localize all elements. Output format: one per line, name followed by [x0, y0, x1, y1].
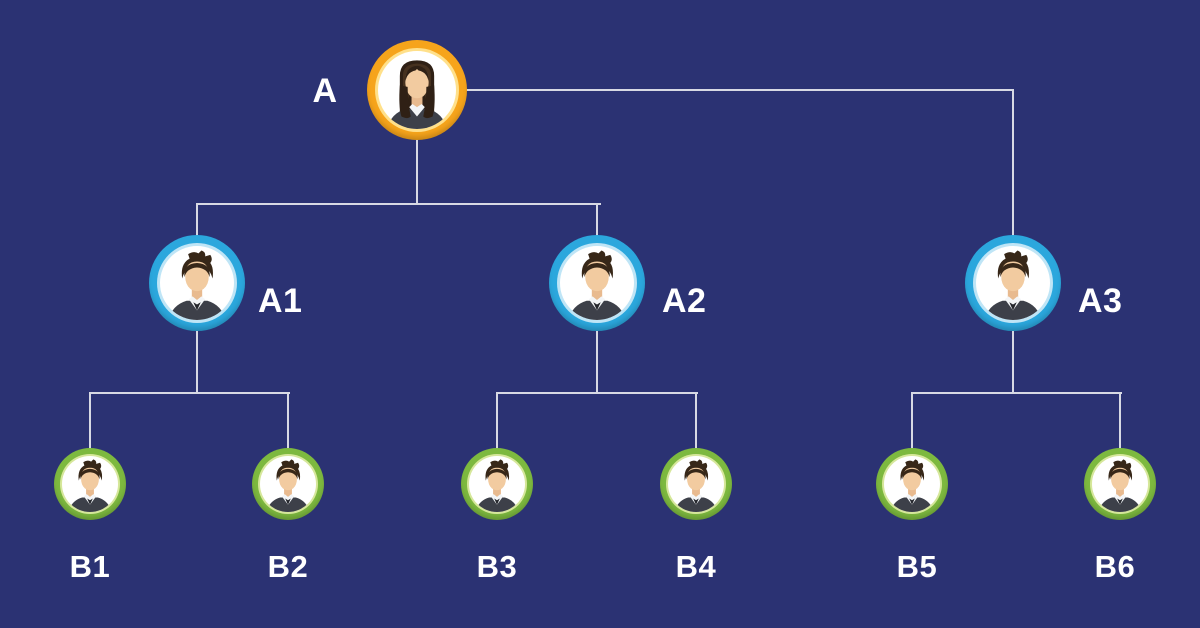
- org-node-b3: [461, 448, 533, 520]
- org-node-a3-ring: [973, 243, 1053, 323]
- org-node-b5-label: B5: [896, 549, 938, 584]
- org-node-a1: [149, 235, 245, 331]
- avatar-male-icon: [884, 456, 940, 512]
- org-node-b6-ring: [1090, 454, 1150, 514]
- connector-b5-vertical: [911, 392, 913, 452]
- org-node-a3-label: A3: [1078, 282, 1123, 320]
- org-node-b4: [660, 448, 732, 520]
- org-node-b6: [1084, 448, 1156, 520]
- org-node-a: [367, 40, 467, 140]
- connector-b4-vertical: [695, 392, 697, 452]
- avatar-male-icon: [62, 456, 118, 512]
- org-node-a2-label: A2: [662, 282, 707, 320]
- avatar-female-icon: [378, 51, 456, 129]
- connector-b1-b2-horizontal: [89, 392, 290, 394]
- org-node-a-ring: [375, 48, 459, 132]
- org-node-b4-ring: [666, 454, 726, 514]
- connector-level2-horizontal: [196, 203, 601, 205]
- org-node-b2-ring: [258, 454, 318, 514]
- org-node-a-label: A: [312, 72, 338, 110]
- avatar-male-icon: [668, 456, 724, 512]
- org-node-a1-label: A1: [258, 282, 303, 320]
- connector-b6-vertical: [1119, 392, 1121, 452]
- connector-b3-b4-horizontal: [496, 392, 698, 394]
- org-node-b5: [876, 448, 948, 520]
- org-node-b1: [54, 448, 126, 520]
- connector-b1-vertical: [89, 392, 91, 452]
- org-node-b3-label: B3: [476, 549, 518, 584]
- org-node-b3-ring: [467, 454, 527, 514]
- avatar-male-icon: [260, 456, 316, 512]
- connector-b5-b6-horizontal: [911, 392, 1122, 394]
- avatar-male-icon: [976, 246, 1050, 320]
- org-node-a1-ring: [157, 243, 237, 323]
- connector-b2-vertical: [287, 392, 289, 452]
- org-node-a3: [965, 235, 1061, 331]
- connector-b3-vertical: [496, 392, 498, 452]
- avatar-male-icon: [469, 456, 525, 512]
- org-node-b1-label: B1: [69, 549, 111, 584]
- org-node-a2: [549, 235, 645, 331]
- org-node-b1-ring: [60, 454, 120, 514]
- connector-root-to-a3-horizontal: [417, 89, 1013, 91]
- org-node-a2-ring: [557, 243, 637, 323]
- avatar-male-icon: [160, 246, 234, 320]
- org-node-b2-label: B2: [267, 549, 309, 584]
- org-node-b4-label: B4: [675, 549, 717, 584]
- org-node-b6-label: B6: [1094, 549, 1136, 584]
- org-node-b2: [252, 448, 324, 520]
- avatar-male-icon: [560, 246, 634, 320]
- avatar-male-icon: [1092, 456, 1148, 512]
- connector-root-vertical: [416, 90, 418, 204]
- org-node-b5-ring: [882, 454, 942, 514]
